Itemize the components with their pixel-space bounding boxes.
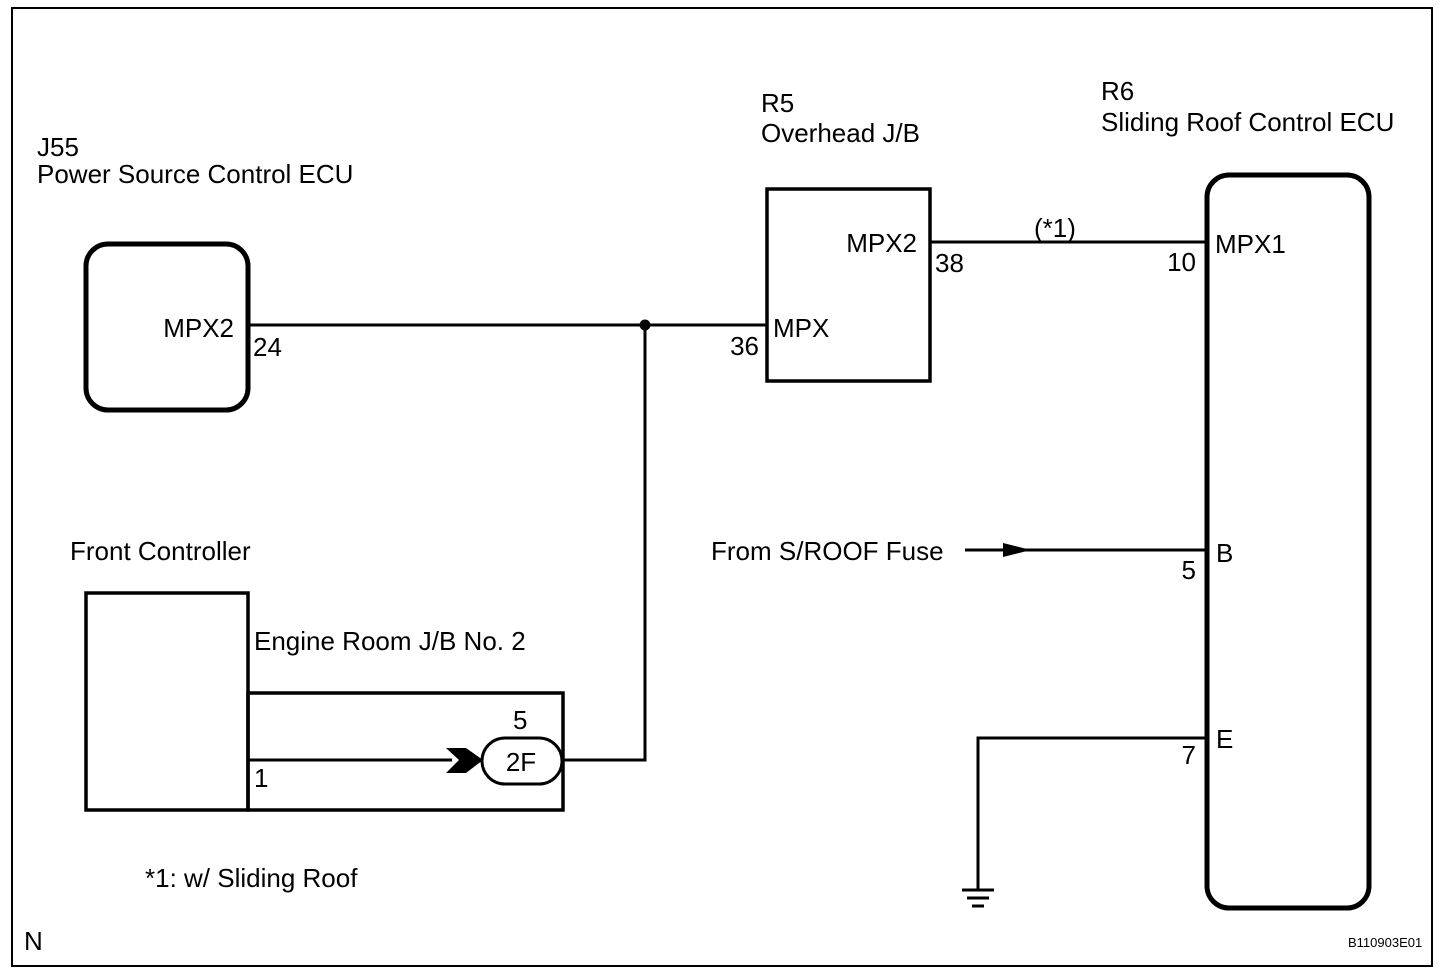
wire-r6-to-ground xyxy=(976,736,1207,890)
r6-pin-e-number: 7 xyxy=(1182,740,1196,770)
r5-pin-mpx-name: MPX xyxy=(773,313,829,343)
wire-junction-to-2f xyxy=(562,325,647,762)
ground-icon xyxy=(962,888,994,908)
j55-ecu-box xyxy=(83,241,251,413)
j55-name-label: Power Source Control ECU xyxy=(37,159,353,189)
r6-pin-mpx1-number: 10 xyxy=(1167,247,1196,277)
connector-2f-pill xyxy=(480,736,564,786)
front-controller-box xyxy=(84,591,250,812)
engine-room-jb-box xyxy=(246,691,565,812)
r5-pin-mpx2-number: 38 xyxy=(935,248,964,278)
r6-pin-mpx1-name: MPX1 xyxy=(1215,229,1286,259)
wire-r5-r6-note: (*1) xyxy=(1034,213,1076,243)
footnote: *1: w/ Sliding Roof xyxy=(145,863,358,893)
diagram-frame xyxy=(11,7,1433,967)
j55-code-label: J55 xyxy=(37,132,79,162)
front-controller-pin-number: 1 xyxy=(254,763,268,793)
connector-2f-label: 2F xyxy=(506,747,536,777)
r6-code-label: R6 xyxy=(1101,76,1134,106)
r5-pin-mpx-number: 36 xyxy=(730,331,759,361)
r5-name-label: Overhead J/B xyxy=(761,118,920,148)
fuse-source-label: From S/ROOF Fuse xyxy=(711,536,944,566)
r6-pin-b-name: B xyxy=(1216,538,1233,568)
r6-name-label: Sliding Roof Control ECU xyxy=(1101,107,1394,137)
j55-pin-number: 24 xyxy=(253,332,282,362)
front-controller-label: Front Controller xyxy=(70,536,251,566)
r5-pin-mpx2-name: MPX2 xyxy=(846,228,917,258)
r5-code-label: R5 xyxy=(761,88,794,118)
r6-pin-b-number: 5 xyxy=(1182,555,1196,585)
r5-overhead-jb-box xyxy=(765,187,932,383)
corner-mark: N xyxy=(24,926,43,956)
r6-ecu-box xyxy=(1204,172,1372,911)
figure-id: B110903E01 xyxy=(1348,935,1422,950)
j55-pin-name: MPX2 xyxy=(163,313,234,343)
connector-chevron-icon xyxy=(446,748,483,773)
engine-room-jb-label: Engine Room J/B No. 2 xyxy=(254,626,526,656)
connector-2f-pin-number: 5 xyxy=(513,705,527,735)
arrow-right-icon xyxy=(1003,543,1031,557)
r6-pin-e-name: E xyxy=(1216,724,1233,754)
